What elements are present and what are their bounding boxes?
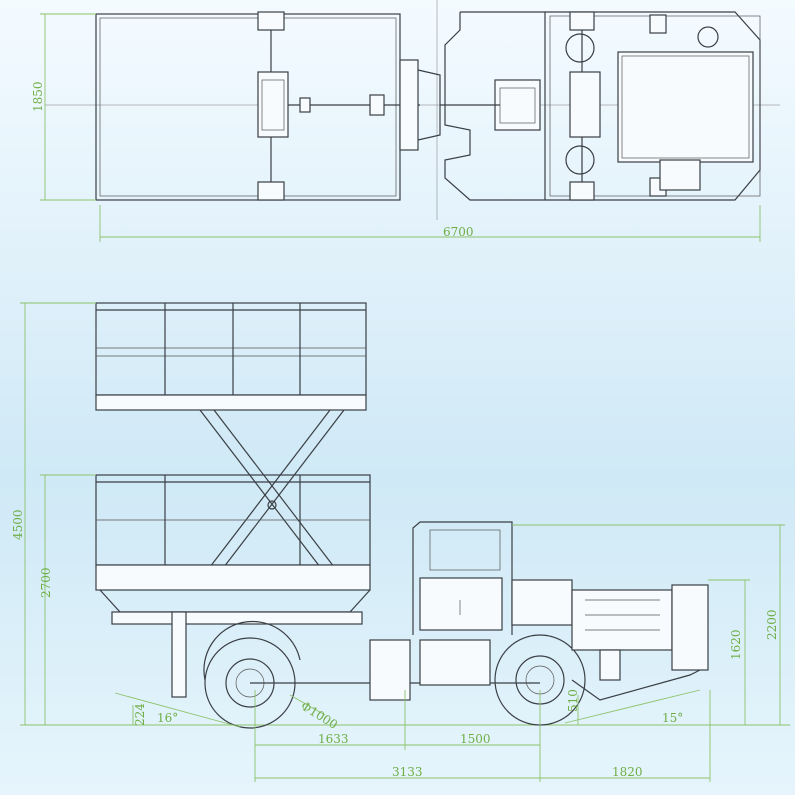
mid-to-front-axle-label: 1500 bbox=[460, 732, 491, 746]
width-dimension-label: 1850 bbox=[31, 81, 45, 112]
tractor-top bbox=[440, 11, 761, 201]
lowered-height-label: 2700 bbox=[39, 567, 53, 598]
rear-clearance-label: 224 bbox=[133, 703, 147, 726]
trailer-top bbox=[95, 11, 441, 201]
length-dimension-label: 6700 bbox=[443, 225, 474, 239]
scissor-lift bbox=[199, 409, 345, 581]
rear-wheel bbox=[203, 620, 301, 729]
wheelbase-label: 3133 bbox=[392, 765, 423, 779]
top-dimensions: 1850 6700 bbox=[31, 13, 761, 242]
front-overhang-label: 1820 bbox=[612, 765, 643, 779]
raised-platform-cage bbox=[95, 302, 367, 411]
cab-height-label: 2200 bbox=[765, 609, 779, 640]
lowered-cage bbox=[95, 474, 371, 698]
tire-diameter-label: Φ1000 bbox=[298, 699, 340, 732]
approach-angle-label: 15° bbox=[662, 711, 683, 725]
hood-height-label: 1620 bbox=[729, 629, 743, 660]
side-dimensions: 4500 2700 2200 1620 224 16° Φ1000 510 15… bbox=[11, 302, 785, 782]
engine-compartment bbox=[511, 579, 709, 701]
front-clearance-label: 510 bbox=[566, 689, 580, 712]
top-view: 1850 6700 bbox=[31, 0, 780, 242]
total-height-label: 4500 bbox=[11, 509, 25, 540]
rear-to-mid-label: 1633 bbox=[318, 732, 349, 746]
cab bbox=[412, 521, 513, 635]
side-view: 4500 2700 2200 1620 224 16° Φ1000 510 15… bbox=[11, 302, 790, 782]
departure-angle-label: 16° bbox=[157, 711, 178, 725]
